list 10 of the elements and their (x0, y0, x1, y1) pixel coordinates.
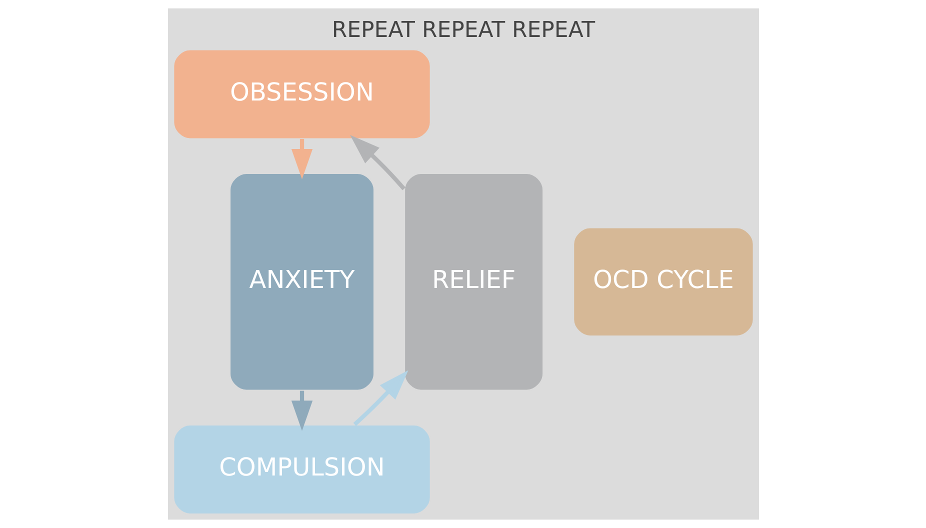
arrow (350, 135, 406, 190)
arrow (290, 390, 312, 431)
node-box: COMPULSION (172, 424, 431, 515)
node-box: ANXIETY (228, 172, 374, 392)
node-box: RELIEF (403, 172, 544, 392)
arrow (290, 138, 312, 180)
node-box: OCD CYCLE (572, 226, 754, 337)
diagram-title: REPEAT REPEAT REPEAT (331, 18, 595, 43)
arrow (352, 370, 408, 426)
node-box: OBSESSION (172, 48, 431, 140)
